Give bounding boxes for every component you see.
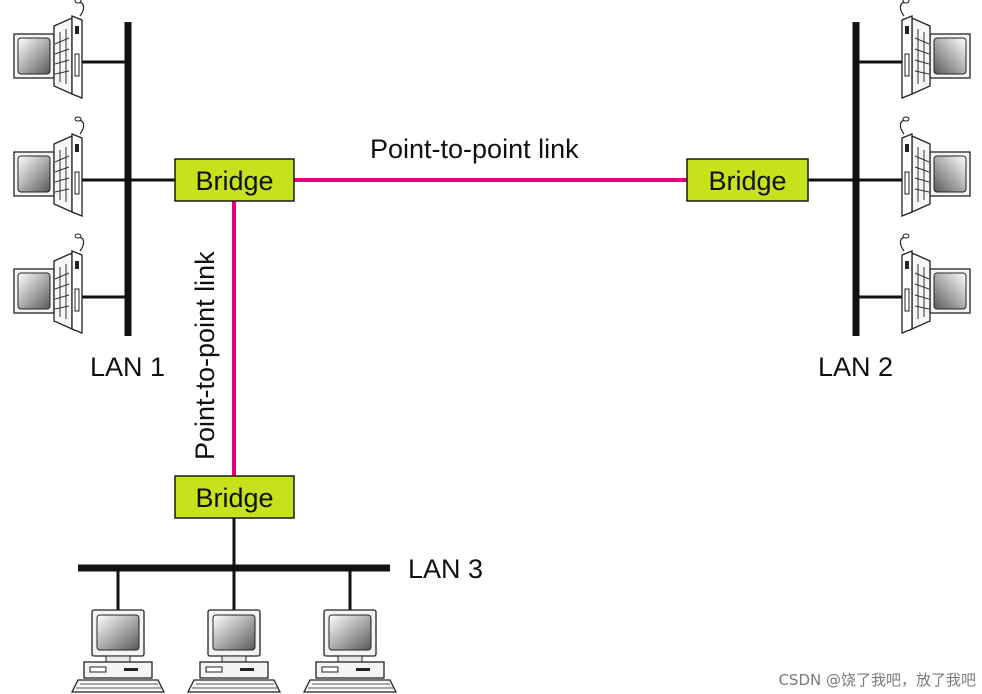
lan3-label: LAN 3 bbox=[408, 554, 483, 584]
link-label-vertical: Point-to-point link bbox=[190, 251, 220, 460]
bridge-box bbox=[686, 158, 809, 202]
computer-icon bbox=[13, 0, 85, 99]
bridge-lan3: Bridge bbox=[174, 475, 295, 519]
computer-icon bbox=[899, 0, 971, 99]
link-label-horizontal: Point-to-point link bbox=[370, 134, 579, 164]
computer-icon bbox=[303, 609, 397, 693]
lan1-label: LAN 1 bbox=[90, 352, 165, 382]
bridge-label: Bridge bbox=[195, 166, 273, 196]
lan3-segment: LAN 3 bbox=[71, 518, 483, 693]
computer-icon bbox=[899, 233, 971, 334]
computer-icon bbox=[13, 233, 85, 334]
bridge-box bbox=[174, 158, 295, 202]
computer-icon bbox=[71, 609, 165, 693]
bridge-lan2: Bridge bbox=[686, 158, 809, 202]
bridge-lan1: Bridge bbox=[174, 158, 295, 202]
computer-icon bbox=[187, 609, 281, 693]
bridge-label: Bridge bbox=[195, 483, 273, 513]
watermark: CSDN @饶了我吧，放了我吧 bbox=[778, 671, 976, 689]
lan1-segment: LAN 1 bbox=[13, 0, 175, 382]
lan2-label: LAN 2 bbox=[818, 352, 893, 382]
lan2-segment: LAN 2 bbox=[808, 0, 971, 382]
computer-icon bbox=[13, 116, 85, 217]
bridge-label: Bridge bbox=[708, 166, 786, 196]
computer-icon bbox=[899, 116, 971, 217]
